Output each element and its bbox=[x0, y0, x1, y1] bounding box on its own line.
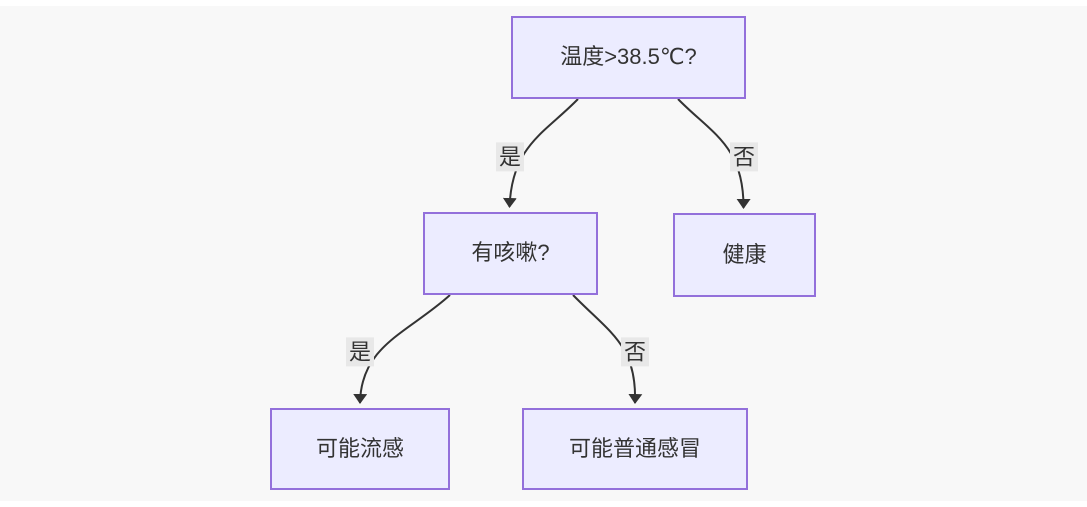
node-possible-flu-label: 可能流感 bbox=[315, 435, 404, 461]
edge-label-yes-temp-to-cough: 是 bbox=[495, 142, 525, 172]
node-healthy-label: 健康 bbox=[722, 241, 767, 267]
node-cough-check-label: 有咳嗽? bbox=[471, 240, 550, 266]
node-possible-common-cold: 可能普通感冒 bbox=[522, 408, 748, 490]
node-cough-check: 有咳嗽? bbox=[423, 212, 598, 295]
edge-label-no-temp-to-healthy: 否 bbox=[729, 142, 759, 172]
edge-label-yes-cough-to-flu: 是 bbox=[345, 337, 375, 367]
node-healthy: 健康 bbox=[673, 213, 816, 297]
node-temperature-check: 温度>38.5℃? bbox=[511, 16, 746, 99]
node-possible-flu: 可能流感 bbox=[270, 408, 450, 490]
edge-label-no-cough-to-cold: 否 bbox=[620, 337, 650, 367]
node-possible-common-cold-label: 可能普通感冒 bbox=[568, 435, 701, 461]
node-temperature-check-label: 温度>38.5℃? bbox=[560, 44, 697, 70]
